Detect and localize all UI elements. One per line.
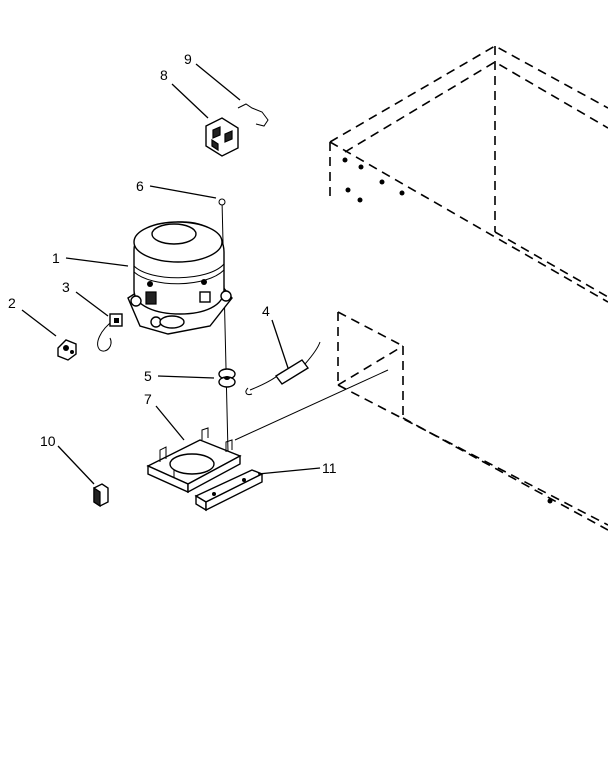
- callout-7: 7: [144, 391, 152, 407]
- leader-11: [257, 467, 321, 475]
- tubing-part: [218, 198, 229, 453]
- leader-10: [57, 445, 95, 485]
- callout-9: 9: [184, 51, 192, 67]
- callout-6: 6: [136, 178, 144, 194]
- leader-4: [271, 319, 289, 369]
- mounting-tray-part: [146, 427, 242, 494]
- tube-grommet-part: [218, 368, 236, 388]
- relay-part: [93, 483, 109, 508]
- callout-4: 4: [262, 303, 270, 319]
- leader-lines: [21, 63, 321, 485]
- bail-clip-part: [237, 103, 269, 127]
- leader-7: [155, 405, 185, 441]
- terminal-cover-part: [205, 117, 239, 157]
- leader-8: [171, 83, 209, 119]
- compressor-part: [127, 221, 233, 335]
- callout-labels: 1 2 3 4 5 6 7 8 9 10 11: [8, 51, 337, 476]
- callout-10: 10: [40, 433, 56, 449]
- leader-5: [157, 375, 215, 379]
- callout-2: 2: [8, 295, 16, 311]
- overload-part: [97, 313, 123, 352]
- callout-3: 3: [62, 279, 70, 295]
- leader-3: [75, 291, 109, 317]
- leader-9: [195, 63, 241, 101]
- leader-6: [149, 185, 217, 199]
- cabinet-outline: [234, 45, 608, 531]
- callout-11: 11: [322, 460, 337, 476]
- callout-8: 8: [160, 67, 168, 83]
- dryer-part: [245, 341, 321, 395]
- callout-5: 5: [144, 368, 152, 384]
- leader-1: [65, 257, 129, 267]
- leader-2: [21, 309, 57, 337]
- grommet-part: [57, 339, 77, 361]
- callout-1: 1: [52, 250, 60, 266]
